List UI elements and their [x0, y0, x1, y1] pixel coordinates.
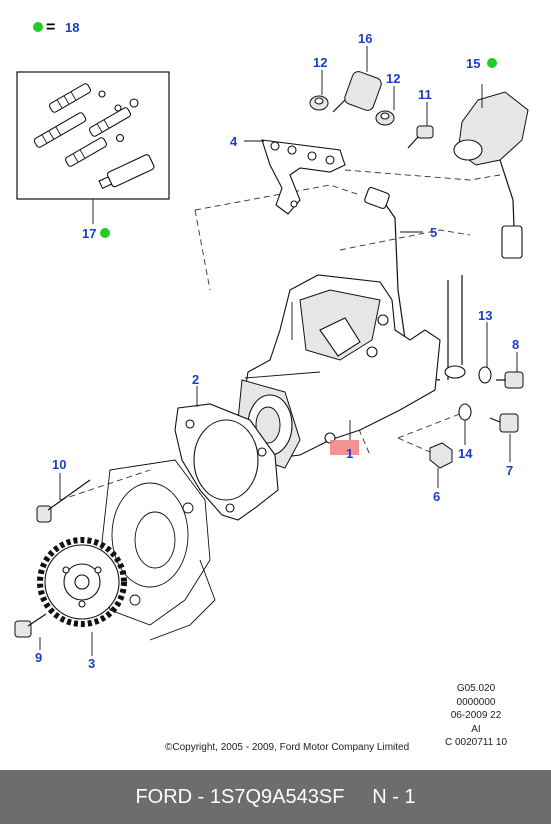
guide-lines: [59, 169, 501, 501]
meta-id: C 0020711 10: [444, 737, 508, 748]
bracket-part: [261, 139, 346, 215]
callout-11: 11: [418, 87, 432, 102]
callout-17-dot-icon: [100, 228, 110, 238]
footer-sep: -: [192, 785, 210, 808]
callout-6: 6: [433, 489, 440, 504]
meta-ai: AI: [471, 723, 481, 735]
injector-pipe-icons: [33, 83, 139, 167]
legend-equals: =: [46, 19, 55, 36]
bolt-9: [14, 613, 47, 638]
callout-4: 4: [230, 134, 238, 149]
callout-12b: 12: [386, 71, 400, 86]
solenoid-part: [332, 71, 382, 113]
meta-date: 06-2009 22: [450, 710, 502, 721]
callout-7: 7: [506, 463, 513, 478]
footer-brand: FORD: [135, 785, 193, 808]
footer-gap: [344, 786, 372, 809]
callout-17: 17: [82, 226, 96, 241]
bolt-11: [407, 125, 434, 149]
bolt-7: [489, 413, 519, 433]
nut-12b: [375, 110, 395, 126]
callout-14: 14: [458, 446, 473, 461]
meta-ref: G05.020: [456, 683, 496, 694]
callout-13: 13: [478, 308, 492, 323]
gasket-part: [174, 403, 279, 521]
bolt-8: [496, 371, 524, 389]
parts-diagram: = 18: [14, 19, 529, 671]
washer-14: [458, 403, 472, 421]
return-lines: [444, 275, 466, 380]
kit-box: [16, 71, 170, 224]
drawing-meta: G05.020 0000000 06-2009 22 AI C 0020711 …: [421, 682, 531, 750]
callout-3: 3: [88, 656, 95, 671]
nut-6: [429, 442, 453, 469]
callout-2: 2: [192, 372, 199, 387]
callout-16: 16: [358, 31, 372, 46]
legend: = 18: [33, 19, 79, 36]
callout-10: 10: [52, 457, 66, 472]
footer-bar: FORD - 1S7Q9A543SF N - 1: [0, 770, 551, 824]
sprocket-part: [37, 537, 127, 627]
meta-code: 0000000: [456, 696, 496, 708]
copyright-text: ©Copyright, 2005 - 2009, Ford Motor Comp…: [165, 742, 410, 753]
footer-part-number: 1S7Q9A543SF: [209, 785, 345, 808]
legend-number: 18: [65, 20, 79, 35]
washer-13: [478, 366, 492, 384]
callout-9: 9: [35, 650, 42, 665]
nut-12a: [309, 95, 329, 111]
bolt-10: [36, 479, 91, 523]
callout-15-dot-icon: [487, 58, 497, 68]
callout-15: 15: [466, 56, 480, 71]
callout-8: 8: [512, 337, 519, 352]
actuator-part: [453, 84, 529, 259]
part-highlight: [330, 440, 359, 455]
legend-dot-icon: [33, 22, 43, 32]
callout-5: 5: [430, 225, 437, 240]
callout-12a: 12: [313, 55, 327, 70]
footer-qty: N - 1: [372, 785, 416, 808]
leader-lines: [39, 46, 518, 656]
sealant-tube-icon: [98, 154, 155, 190]
pump-body-part: [237, 274, 441, 469]
callout-1: 1: [346, 446, 353, 461]
callouts: 1 2 3 4 5 6 7 8 9 10 11 12 12 13 14 15 1…: [35, 31, 519, 671]
